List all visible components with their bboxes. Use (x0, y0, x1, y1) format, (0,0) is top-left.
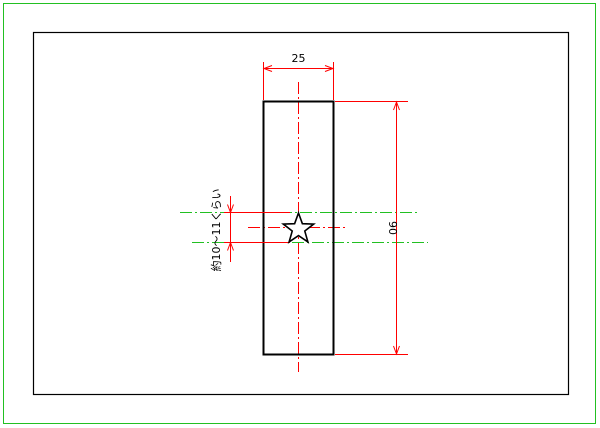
height-dimension: 90 (335, 100, 408, 356)
drawing-frame (32, 31, 570, 396)
part-outline (262, 100, 335, 356)
offset-arrow-lower (227, 241, 234, 251)
height-label: 90 (386, 221, 399, 235)
height-arrow-bottom (393, 345, 400, 356)
height-arrow-top (393, 100, 400, 111)
page-border (3, 3, 596, 424)
star-offset-label: 約10～11くらい (209, 189, 223, 272)
offset-arrow-upper (227, 204, 234, 214)
width-arrow-right (324, 65, 335, 72)
star-icon (281, 210, 316, 244)
star-offset-dimension: 約10～11くらい (209, 189, 290, 272)
width-dimension: 25 (262, 52, 335, 100)
width-arrow-left (262, 65, 273, 72)
width-label: 25 (292, 52, 306, 65)
